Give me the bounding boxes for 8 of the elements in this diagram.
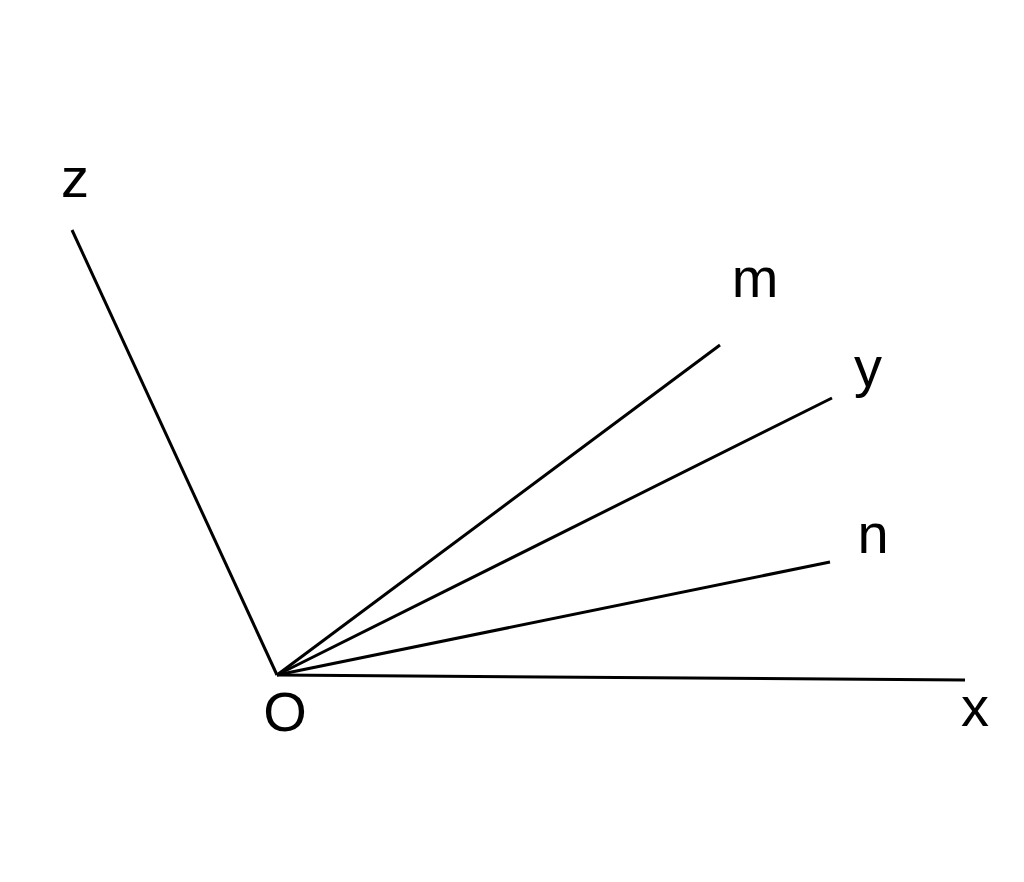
ray-line	[276, 560, 831, 677]
point-label: x	[961, 679, 989, 735]
point-label: m	[731, 250, 779, 306]
ray-line	[70, 229, 279, 676]
ray-line	[277, 673, 965, 682]
point-label: z	[61, 150, 89, 206]
point-label: n	[857, 505, 889, 562]
point-label: O	[263, 684, 307, 740]
